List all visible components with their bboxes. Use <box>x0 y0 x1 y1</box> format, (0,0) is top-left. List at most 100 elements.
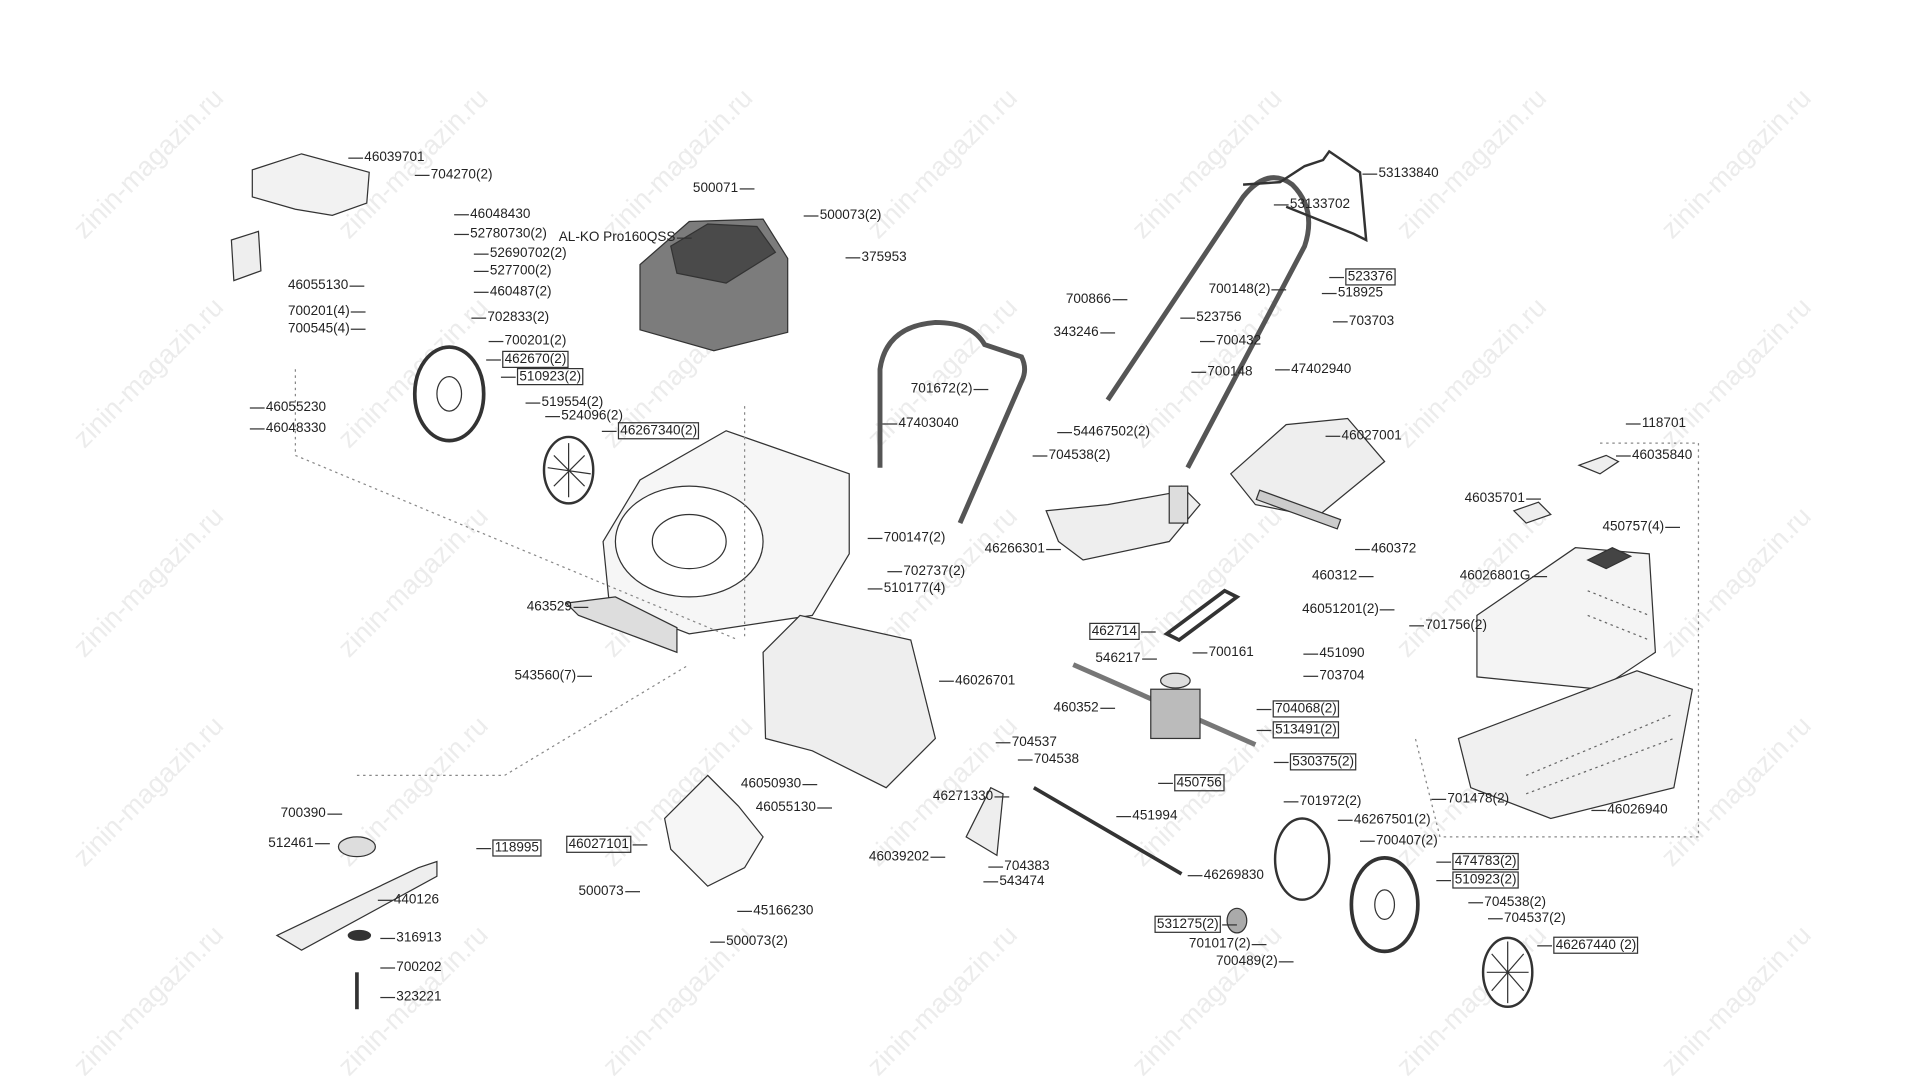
boxed-part-number: 46027101 <box>566 835 632 853</box>
leader-line <box>1625 423 1641 425</box>
boxed-part-number: 530375(2) <box>1289 753 1357 771</box>
part-number-label: 440126 <box>377 892 439 907</box>
part-number-label: 46027101 <box>566 835 648 853</box>
leader-line <box>488 340 504 343</box>
part-number: 700201(2) <box>504 333 567 349</box>
side-bracket-part <box>230 230 262 282</box>
part-number: 46026701 <box>955 673 1016 689</box>
part-number-label: 46051201(2) <box>1302 602 1395 617</box>
leader-line <box>1303 653 1319 655</box>
part-number-label: 46026801G <box>1460 569 1547 583</box>
part-number-label: 546217 <box>1095 651 1157 666</box>
part-number: 463529 <box>526 599 572 615</box>
boxed-part-number: 46267340(2) <box>617 422 700 440</box>
leader-line <box>1303 675 1319 677</box>
part-number-label: 701017(2) <box>1188 936 1267 952</box>
part-number-label: 702737(2) <box>887 563 966 579</box>
part-number-label: 700161 <box>1192 645 1254 660</box>
part-number-label: 524096(2) <box>545 409 623 424</box>
part-number-label: 460487(2) <box>473 284 552 299</box>
catcher-flap-part <box>1512 501 1552 524</box>
part-number-label: 46039202 <box>869 849 946 864</box>
part-number: 46048430 <box>470 206 531 222</box>
part-number-label: 704383 <box>988 859 1050 874</box>
part-number: 523756 <box>1196 310 1242 325</box>
part-number-label: 523376 <box>1329 268 1396 286</box>
leader-line <box>1488 918 1503 920</box>
leader-line <box>473 270 489 273</box>
leader-line <box>624 891 640 893</box>
part-number: 460312 <box>1312 568 1358 584</box>
part-number-label: 704538 <box>1017 752 1079 767</box>
leader-line <box>995 742 1011 744</box>
part-number: 451090 <box>1319 646 1365 661</box>
part-number: 450757(4) <box>1602 519 1665 535</box>
part-number: 316913 <box>396 930 442 946</box>
leader-line <box>1283 801 1299 803</box>
part-number: 702833(2) <box>487 310 550 325</box>
leader-line <box>988 866 1004 868</box>
leader-line <box>983 881 999 883</box>
leader-line <box>930 856 946 858</box>
leader-line <box>802 784 818 786</box>
leader-line <box>1409 625 1425 627</box>
leader-line <box>350 328 366 330</box>
wheel-part <box>412 345 486 443</box>
part-number: 451994 <box>1132 808 1178 824</box>
leader-line <box>380 937 396 940</box>
part-number: 46039701 <box>364 150 425 165</box>
part-number: 704270(2) <box>430 167 493 183</box>
part-number-label: 702833(2) <box>471 310 550 325</box>
leader-line <box>573 606 588 609</box>
part-number: 700489(2) <box>1216 953 1278 969</box>
leader-line <box>739 188 755 190</box>
part-number: 45166230 <box>753 903 814 919</box>
part-number: 46055230 <box>265 400 327 415</box>
boxed-part-number: 704068(2) <box>1272 700 1340 718</box>
leader-line <box>1192 652 1208 654</box>
part-number-label: 54467502(2) <box>1057 425 1150 439</box>
part-number-label: 46027001 <box>1325 428 1402 443</box>
part-number: 46050930 <box>740 776 802 792</box>
part-number-label: 701972(2) <box>1283 794 1361 809</box>
grass-catcher-part <box>1457 547 1694 820</box>
part-number-label: 460352 <box>1054 700 1115 715</box>
leader-line <box>349 285 365 287</box>
rear-flap-part <box>251 153 370 217</box>
part-number: 46266301 <box>984 541 1045 557</box>
part-number-label: 527700(2) <box>473 263 552 278</box>
part-number-label: 500071 <box>693 181 755 196</box>
part-number-label: 543474 <box>983 874 1045 889</box>
boxed-part-number: 531275(2) <box>1154 915 1222 933</box>
leader-line <box>737 910 753 913</box>
part-number: 500073(2) <box>819 208 882 223</box>
leader-line <box>1273 761 1289 764</box>
part-number-label: 375953 <box>845 250 907 265</box>
part-number-label: 46048330 <box>249 421 326 436</box>
leader-line <box>882 423 898 425</box>
part-number-label: 700202 <box>380 960 442 975</box>
part-number-label: 519554(2) <box>525 395 603 410</box>
part-number: 500073(2) <box>726 934 788 949</box>
part-number: 702737(2) <box>903 563 966 579</box>
part-number-label: 45166230 <box>737 903 814 919</box>
part-number-label: 700148(2) <box>1209 282 1287 297</box>
leader-line <box>1436 861 1452 863</box>
assembly-guides <box>294 369 1700 838</box>
part-number: 47402940 <box>1291 361 1352 377</box>
leader-line <box>1273 204 1289 206</box>
part-number-label: 46039701 <box>348 150 425 165</box>
part-number: 703704 <box>1319 668 1365 684</box>
upper-handle-part <box>1105 175 1312 469</box>
part-number: 701017(2) <box>1188 936 1251 952</box>
leader-line <box>1325 435 1341 437</box>
leader-line <box>632 844 648 846</box>
leader-line <box>1099 332 1115 334</box>
leader-line <box>454 214 469 216</box>
part-number: 700432 <box>1216 333 1262 349</box>
part-number: 118701 <box>1641 416 1687 431</box>
part-number: 52780730(2) <box>470 226 547 242</box>
part-number-label: 531275(2) <box>1154 915 1238 933</box>
part-number-label: 704538(2) <box>1468 895 1546 910</box>
part-number-label: 700390 <box>281 806 342 821</box>
